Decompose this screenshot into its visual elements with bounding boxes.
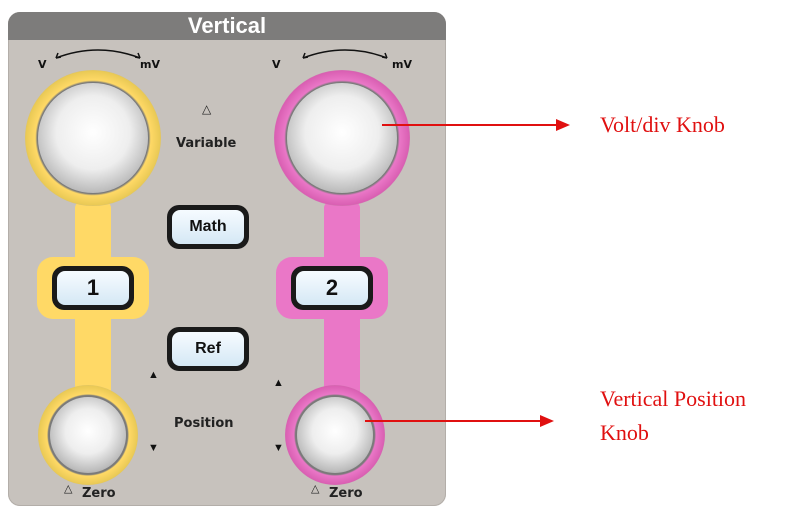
math-button[interactable]: Math: [167, 205, 249, 249]
left-mv-label: mV: [140, 58, 160, 71]
ch1-down-arrow-icon: ▼: [148, 442, 159, 454]
ref-button[interactable]: Ref: [167, 327, 249, 371]
position-arrow-line: [365, 420, 541, 422]
ch2-position-knob-cap: [297, 397, 373, 473]
ch1-volt-div-knob[interactable]: [25, 70, 161, 206]
left-scale-arc-icon: [55, 49, 141, 59]
ch2-volt-div-knob-cap: [287, 83, 397, 193]
math-button-label: Math: [172, 210, 244, 244]
ch1-position-knob[interactable]: [38, 385, 138, 485]
ch1-button[interactable]: 1: [52, 266, 134, 310]
ch1-volt-div-knob-cap: [38, 83, 148, 193]
right-scale-arc-icon: [302, 49, 388, 59]
vertical-control-panel: Vertical V mV V mV △ Variable Math 1 2 R…: [8, 12, 446, 506]
right-v-label: V: [272, 58, 281, 71]
variable-label: Variable: [176, 136, 237, 151]
ch2-volt-div-knob[interactable]: [274, 70, 410, 206]
ch1-up-arrow-icon: ▲: [148, 369, 159, 381]
ref-button-label: Ref: [172, 332, 244, 366]
volt-div-knob-callout: Volt/div Knob: [600, 112, 725, 137]
right-mv-label: mV: [392, 58, 412, 71]
ch1-button-label: 1: [57, 271, 129, 305]
ch2-zero-push-icon: △: [311, 482, 320, 495]
volt-div-arrow-head-icon: [556, 119, 570, 131]
position-label: Position: [174, 416, 234, 431]
ch2-down-arrow-icon: ▼: [273, 442, 284, 454]
push-icon: △: [202, 102, 212, 116]
ch1-position-knob-cap: [50, 397, 126, 473]
panel-title: Vertical: [8, 12, 446, 40]
position-arrow-head-icon: [540, 415, 554, 427]
ch2-button[interactable]: 2: [291, 266, 373, 310]
ch2-button-label: 2: [296, 271, 368, 305]
ch1-zero-label: Zero: [82, 486, 116, 501]
vertical-position-knob-callout: Vertical Position Knob: [600, 386, 747, 445]
ch1-zero-push-icon: △: [64, 482, 73, 495]
ch2-position-knob[interactable]: [285, 385, 385, 485]
ch2-zero-label: Zero: [329, 486, 363, 501]
ch2-up-arrow-icon: ▲: [273, 377, 284, 389]
left-v-label: V: [38, 58, 47, 71]
volt-div-arrow-line: [382, 124, 558, 126]
